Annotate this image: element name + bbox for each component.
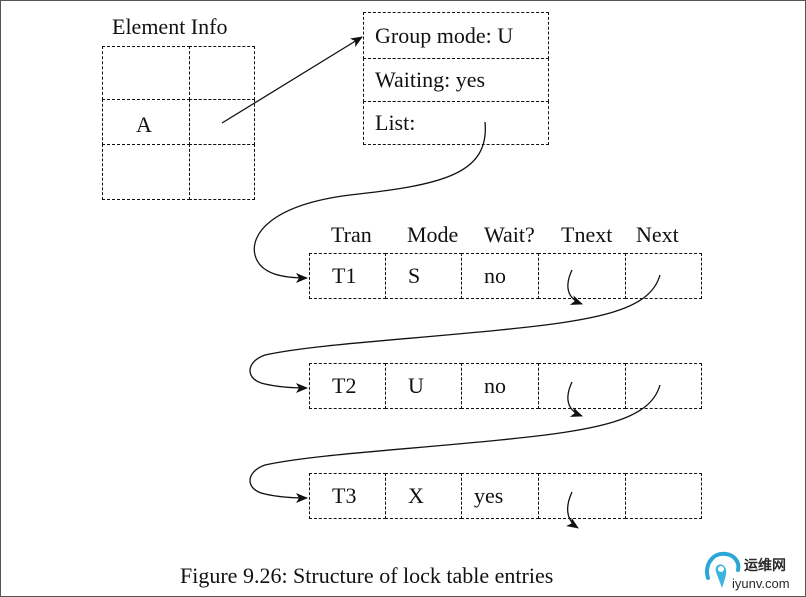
next-cell xyxy=(625,363,702,409)
wait-cell: no xyxy=(461,253,539,299)
element-info-cell xyxy=(102,144,190,200)
tran-cell: T3 xyxy=(309,473,386,519)
mode-cell: U xyxy=(385,363,462,409)
element-info-cell xyxy=(189,144,255,200)
column-header-tran: Tran xyxy=(331,222,372,247)
figure-caption: Figure 9.26: Structure of lock table ent… xyxy=(180,563,554,588)
next-cell xyxy=(625,473,702,519)
tnext-cell xyxy=(538,363,626,409)
mode-cell: S xyxy=(385,253,462,299)
watermark-domain: iyunv.com xyxy=(732,576,790,591)
element-info-cell xyxy=(189,46,255,100)
column-header-wait: Wait? xyxy=(484,222,535,247)
waiting-field: Waiting: yes xyxy=(363,58,549,102)
mode-cell: X xyxy=(385,473,462,519)
tran-cell: T1 xyxy=(309,253,386,299)
wait-cell: yes xyxy=(461,473,539,519)
column-header-next: Next xyxy=(636,222,679,247)
group-mode-field: Group mode: U xyxy=(363,12,549,59)
tnext-cell xyxy=(538,253,626,299)
column-header-tnext: Tnext xyxy=(561,222,613,247)
tnext-cell xyxy=(538,473,626,519)
element-key: A xyxy=(136,112,152,137)
watermark-brand: 运维网 xyxy=(744,557,786,573)
column-header-mode: Mode xyxy=(407,222,459,247)
element-info-pointer-cell xyxy=(189,99,255,145)
list-field: List: xyxy=(363,101,549,145)
tran-cell: T2 xyxy=(309,363,386,409)
element-info-cell xyxy=(102,46,190,100)
wait-cell: no xyxy=(461,363,539,409)
next-cell xyxy=(625,253,702,299)
watermark-logo-icon xyxy=(705,551,741,588)
element-info-title: Element Info xyxy=(112,14,228,39)
